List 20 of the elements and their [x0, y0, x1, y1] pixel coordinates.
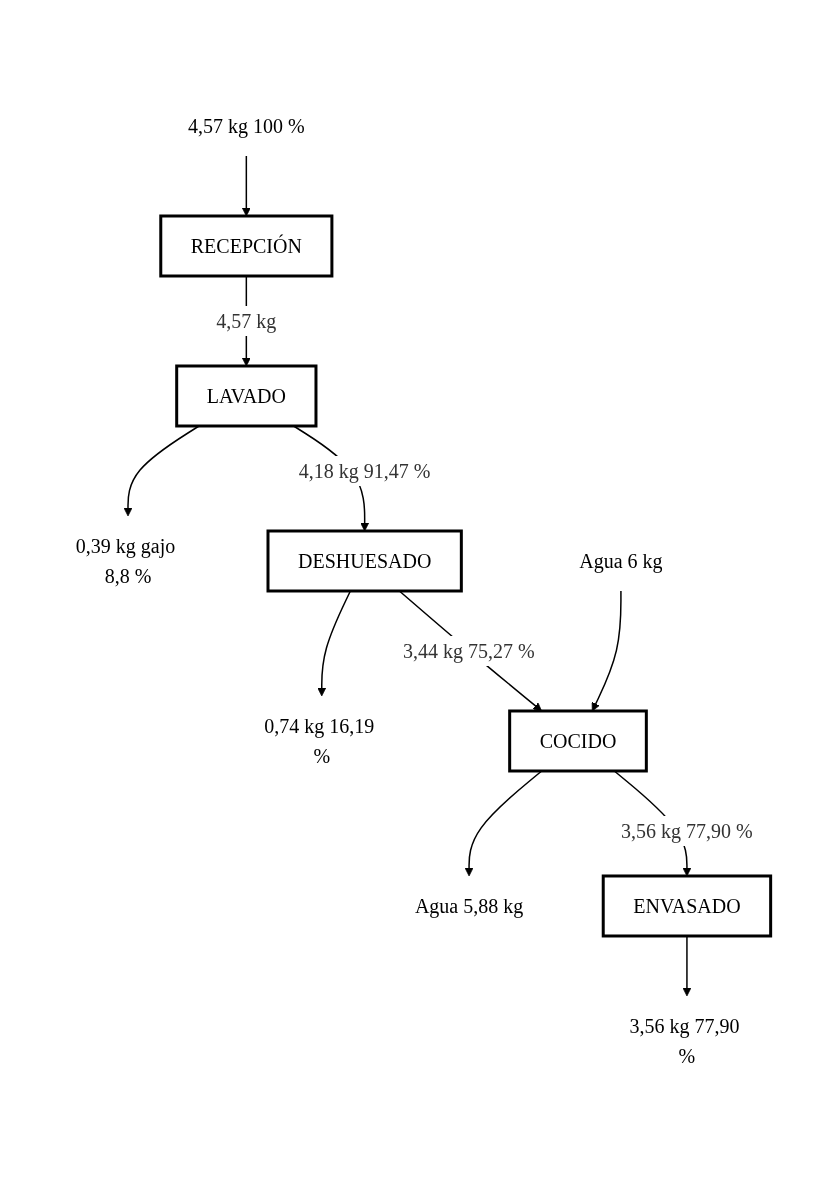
node-text: Agua 6 kg [578, 549, 663, 572]
arrow [241, 155, 251, 217]
node-text: Agua 5,88 kg [414, 894, 523, 917]
node-box: LAVADO [174, 364, 317, 428]
edge-label: 4,18 kg 91,47 % [298, 459, 431, 482]
arrow [316, 590, 351, 697]
node-text: 0,74 kg 16,19 % [263, 714, 374, 767]
node-box: DESHUESADO [266, 529, 463, 593]
node-box: COCIDO [507, 709, 648, 773]
arrow [123, 425, 200, 517]
node-text: 3,56 kg 77,90 % [628, 1014, 739, 1067]
edge-label: 3,44 kg 75,27 % [402, 639, 535, 662]
arrow [682, 935, 691, 997]
arrow [464, 770, 542, 877]
node-box: RECEPCIÓN [158, 214, 333, 278]
edge-label: 3,56 kg 77,90 % [620, 819, 753, 842]
node-text: 4,57 kg 100 % [187, 115, 305, 137]
node-box: ENVASADO [601, 874, 772, 938]
edge-label: 4,57 kg [215, 310, 276, 332]
node-text: 0,39 kg gajo 8,8 % [75, 534, 175, 587]
